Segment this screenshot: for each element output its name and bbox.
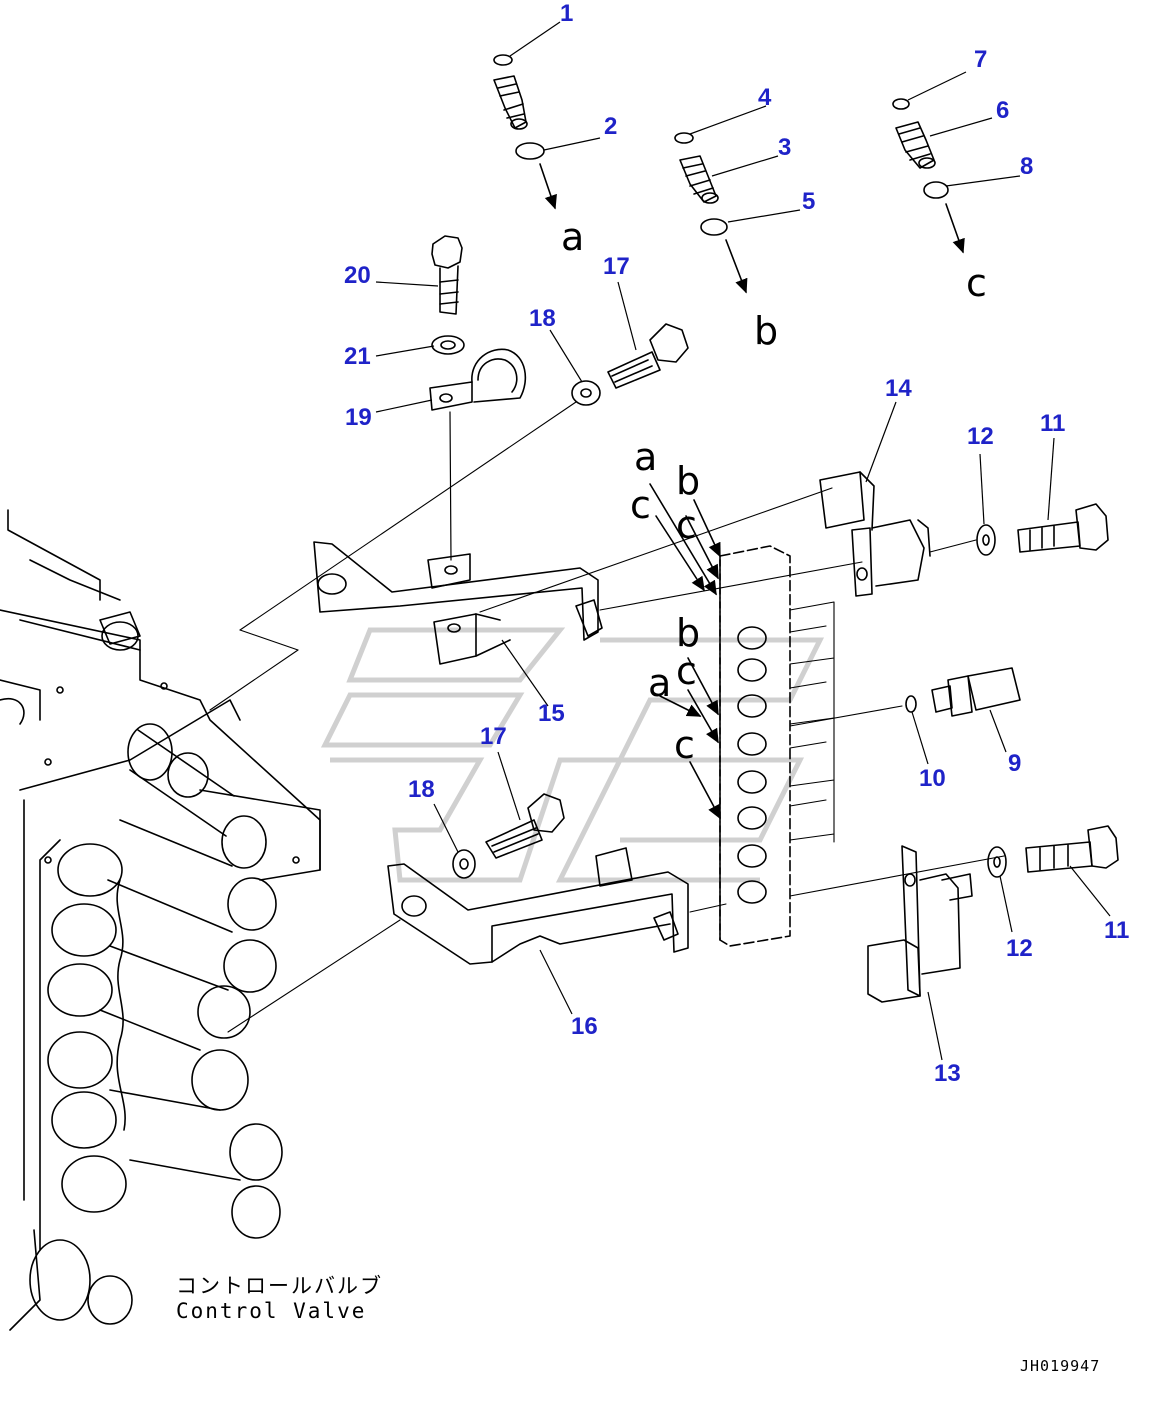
part-12-washer-lower: [988, 847, 1006, 877]
letter-a-top: a: [561, 215, 585, 259]
letter-c-top: c: [966, 261, 987, 305]
part-9-sensor: [932, 668, 1020, 716]
callout-18-lower: 18: [408, 776, 435, 803]
manifold-ports: [738, 627, 766, 903]
letter-c-manifold-2: c: [676, 503, 697, 547]
part-17-bolt: [608, 324, 688, 388]
callout-7: 7: [974, 46, 988, 73]
part-2-oring: [516, 143, 544, 159]
caption-english: Control Valve: [176, 1299, 367, 1323]
drawing-code: JH019947: [1020, 1357, 1101, 1375]
callout-16: 16: [571, 1013, 598, 1040]
control-valve-body: [0, 510, 320, 1330]
part-18-washer-lower: [453, 850, 475, 878]
callout-20: 20: [344, 262, 371, 289]
callout-18-top: 18: [529, 305, 556, 332]
part-20-bolt: [432, 236, 462, 314]
part-15-bracket: [314, 542, 602, 664]
caption-japanese: コントロールバルブ: [176, 1274, 383, 1298]
letter-a-manifold-1: a: [634, 435, 658, 479]
part-14-bracket: [820, 472, 930, 596]
part-6-fitting: [896, 122, 935, 168]
callout-12-lower: 12: [1006, 935, 1033, 962]
callout-11-top: 11: [1040, 410, 1066, 437]
letter-b-manifold-1: b: [676, 459, 701, 503]
callout-3: 3: [778, 134, 792, 161]
callout-1: 1: [560, 0, 574, 27]
callout-19: 19: [345, 404, 372, 431]
part-17-bolt-lower: [486, 794, 564, 858]
part-16-bracket: [388, 848, 688, 964]
callout-15: 15: [538, 700, 565, 727]
part-3-fitting: [680, 156, 718, 203]
callout-13: 13: [934, 1060, 961, 1087]
callout-14: 14: [885, 375, 912, 402]
callout-9: 9: [1008, 750, 1022, 777]
part-21-washer: [432, 336, 464, 354]
callout-11-lower: 11: [1104, 917, 1130, 944]
manifold-block: [720, 546, 790, 946]
letter-b-manifold-2: b: [676, 611, 701, 655]
callout-17-top: 17: [603, 253, 630, 280]
part-18-washer: [572, 381, 600, 405]
callout-2: 2: [604, 113, 618, 140]
leader-lines: [376, 22, 1110, 1060]
part-13-bracket: [868, 846, 972, 1002]
part-8-oring: [924, 182, 948, 198]
part-4-oring: [675, 133, 693, 143]
callout-4: 4: [758, 84, 772, 111]
part-10-oring: [906, 696, 916, 712]
callout-10: 10: [919, 765, 946, 792]
letter-c-manifold-4: c: [674, 723, 695, 767]
part-1-oring: [494, 55, 512, 65]
part-5-oring: [701, 219, 727, 235]
connection-arrows: [650, 484, 720, 820]
callout-5: 5: [802, 188, 816, 215]
letter-a-manifold-2: a: [648, 661, 672, 705]
part-19-clamp: [430, 349, 525, 410]
part-11-bolt-top: [1018, 504, 1108, 552]
letter-c-manifold-3: c: [676, 649, 697, 693]
part-11-bolt-lower: [1026, 826, 1118, 872]
callout-6: 6: [996, 97, 1010, 124]
watermark-logo: [325, 630, 820, 880]
callout-8: 8: [1020, 153, 1034, 180]
fitting-top-left: [494, 76, 527, 129]
part-7-oring: [893, 99, 909, 109]
callout-17-lower: 17: [480, 723, 507, 750]
callout-12-top: 12: [967, 423, 994, 450]
letter-b-top: b: [754, 309, 779, 353]
letter-c-manifold-1: c: [630, 483, 651, 527]
part-12-washer-top: [977, 525, 995, 555]
callout-21: 21: [344, 343, 371, 370]
